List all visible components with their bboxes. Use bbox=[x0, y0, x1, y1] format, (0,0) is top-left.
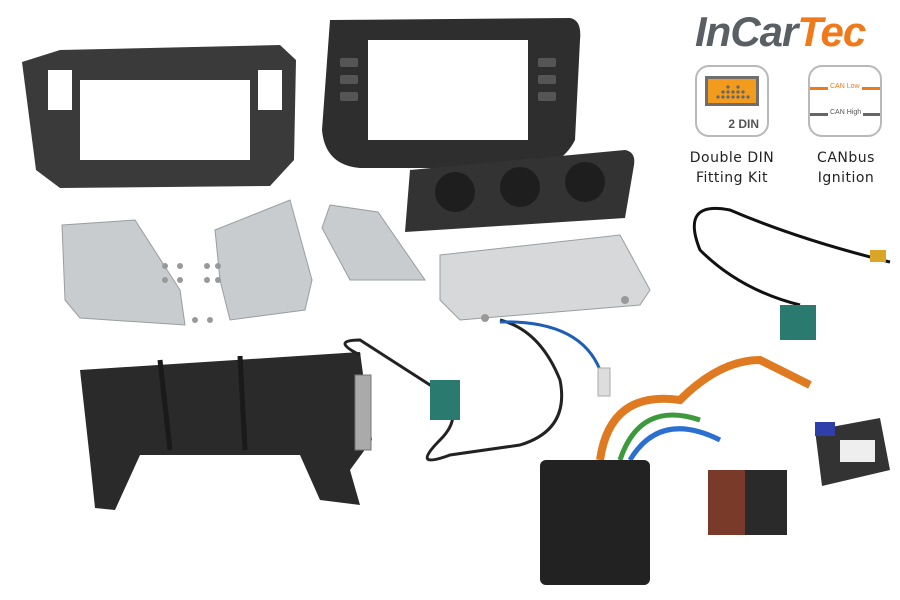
double-din-badge: 2 DIN bbox=[695, 65, 769, 137]
canbus-label: CANbus Ignition bbox=[817, 150, 875, 186]
fakra-extension-cable bbox=[692, 206, 891, 340]
canbus-interface-module bbox=[815, 418, 890, 486]
screws bbox=[162, 263, 629, 323]
double-din-frame bbox=[22, 45, 296, 188]
can-high-line: CAN High bbox=[810, 109, 880, 116]
brand-logo: InCarTec bbox=[695, 8, 866, 55]
climate-control-panel bbox=[405, 150, 635, 232]
antenna-adapter bbox=[343, 318, 611, 462]
iso-wiring-harness bbox=[540, 355, 812, 585]
can-low-line: CAN Low bbox=[810, 83, 880, 90]
storage-pocket bbox=[80, 352, 372, 510]
radio-bezel bbox=[322, 18, 581, 169]
mounting-brackets bbox=[61, 199, 651, 326]
double-din-label: Double DIN Fitting Kit bbox=[689, 150, 775, 186]
double-din-screen-icon bbox=[705, 76, 759, 106]
canbus-badge: CAN Low CAN High bbox=[808, 65, 882, 137]
